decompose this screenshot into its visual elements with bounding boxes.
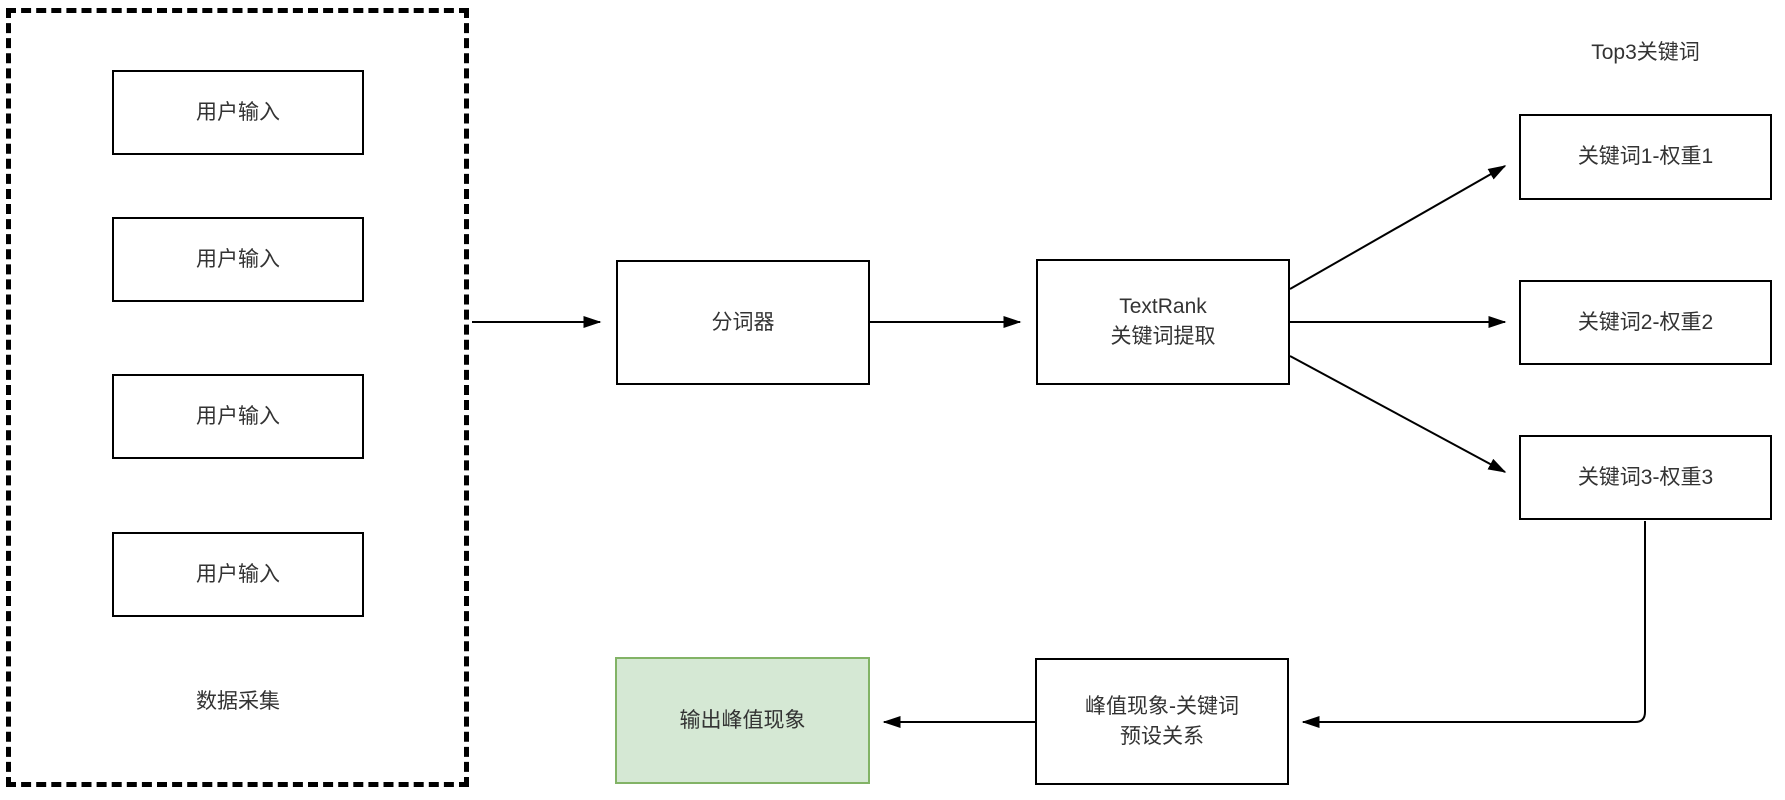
tokenizer-label: 分词器 (711, 310, 775, 334)
relation-node: 峰值现象-关键词 预设关系 (1035, 658, 1289, 785)
user-input-label-4: 用户输入 (196, 562, 280, 586)
textrank-title: TextRank (1119, 295, 1207, 318)
keyword-node-3: 关键词3-权重3 (1519, 435, 1772, 520)
user-input-node-2: 用户输入 (112, 217, 364, 302)
keyword-label-3: 关键词3-权重3 (1577, 465, 1714, 489)
output-node: 输出峰值现象 (615, 657, 870, 784)
data-collection-group (6, 8, 469, 787)
arrow-keyword3-to-relation (1301, 521, 1646, 728)
user-input-label-1: 用户输入 (196, 100, 280, 124)
keyword-label-1: 关键词1-权重1 (1577, 145, 1714, 168)
arrow-textrank-to-keyword3 (1289, 355, 1507, 473)
textrank-node: TextRank 关键词提取 (1036, 259, 1290, 385)
keyword-node-2: 关键词2-权重2 (1519, 280, 1772, 365)
relation-line2: 预设关系 (1120, 724, 1204, 748)
textrank-subtitle: 关键词提取 (1110, 325, 1216, 348)
user-input-label-2: 用户输入 (196, 247, 280, 271)
data-collection-caption: 数据采集 (196, 690, 280, 713)
tokenizer-node: 分词器 (616, 260, 870, 385)
user-input-node-1: 用户输入 (112, 70, 364, 155)
user-input-node-3: 用户输入 (112, 374, 364, 459)
relation-line1: 峰值现象-关键词 (1085, 694, 1239, 718)
top3-caption: Top3关键词 (1591, 41, 1700, 64)
user-input-node-4: 用户输入 (112, 532, 364, 617)
keyword-label-2: 关键词2-权重2 (1577, 310, 1714, 334)
output-label: 输出峰值现象 (679, 708, 806, 732)
arrow-textrank-to-keyword1 (1289, 165, 1507, 290)
keyword-node-1: 关键词1-权重1 (1519, 114, 1772, 200)
user-input-label-3: 用户输入 (196, 404, 280, 428)
